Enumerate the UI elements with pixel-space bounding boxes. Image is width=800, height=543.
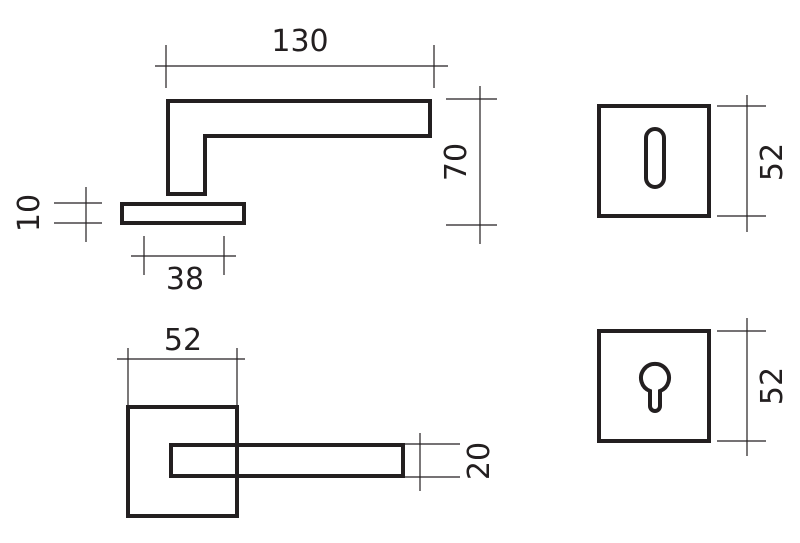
- dimension-label-38: 38: [166, 262, 204, 297]
- keyhole-escutcheon: 52: [597, 95, 790, 232]
- dimension-label-130: 130: [271, 24, 328, 59]
- euro-plate: [597, 329, 711, 443]
- dimension-label-10: 10: [12, 194, 47, 232]
- euro-escutcheon: 52: [597, 318, 790, 456]
- square-rose-top: [126, 405, 239, 518]
- dimension-52-top: 52: [117, 323, 245, 406]
- dimension-52-euro: 52: [717, 318, 790, 456]
- keyhole-icon: [644, 127, 666, 189]
- dimension-label-52-euro: 52: [755, 367, 790, 405]
- euro-cylinder-icon: [639, 362, 671, 413]
- dimension-label-20: 20: [462, 442, 497, 480]
- dimension-label-52-keyhole: 52: [755, 143, 790, 181]
- dimension-38: 38: [131, 236, 236, 297]
- rose-side: [120, 202, 246, 225]
- top-view: 52 20: [117, 323, 497, 518]
- keyhole-plate: [597, 104, 711, 218]
- dimension-52-keyhole: 52: [717, 95, 790, 232]
- dimension-130: 130: [155, 24, 448, 88]
- dimension-70: 70: [439, 86, 497, 244]
- dimension-10: 10: [12, 187, 102, 242]
- dimension-20: 20: [405, 433, 497, 491]
- lever-handle-side: [166, 99, 432, 196]
- side-view: 130 70 10 38: [12, 24, 497, 297]
- dimension-label-70: 70: [439, 143, 474, 181]
- dimension-label-52-top: 52: [164, 323, 202, 358]
- lever-handle-top: [169, 443, 405, 478]
